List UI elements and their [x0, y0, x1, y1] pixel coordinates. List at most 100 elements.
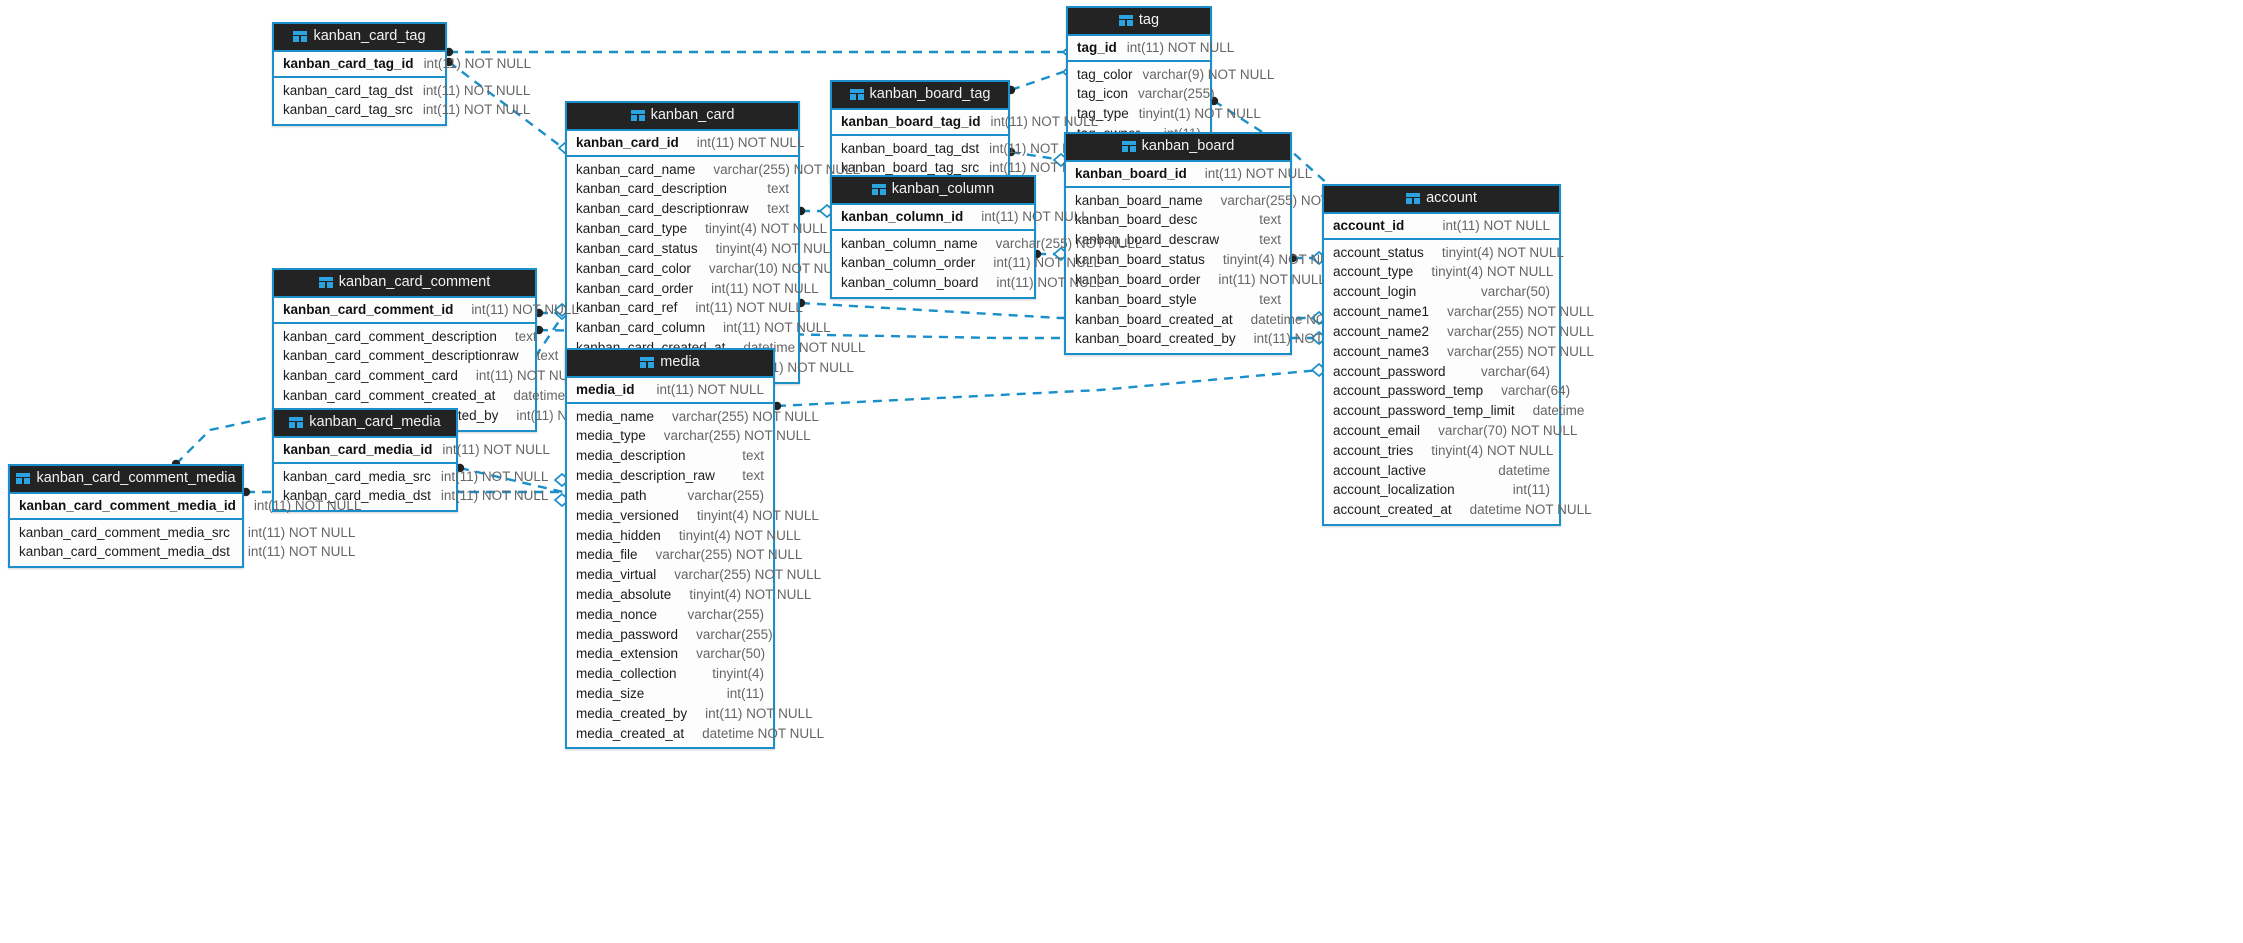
column-name: media_id	[576, 381, 635, 397]
column-type: int(11) NOT NULL	[422, 102, 531, 118]
table-header-kanban_card_tag[interactable]: kanban_card_tag	[274, 24, 445, 52]
table-header-media[interactable]: media	[567, 350, 773, 378]
column-type: int(11)	[1512, 482, 1550, 498]
table-header-kanban_card_comment_media[interactable]: kanban_card_comment_media	[10, 466, 242, 494]
table-header-account[interactable]: account	[1324, 186, 1559, 214]
table-header-tag[interactable]: tag	[1068, 8, 1210, 36]
column-name: media_type	[576, 428, 646, 444]
table-header-kanban_card[interactable]: kanban_card	[567, 103, 798, 131]
table-header-kanban_board_tag[interactable]: kanban_board_tag	[832, 82, 1008, 110]
table-header-kanban_column[interactable]: kanban_column	[832, 177, 1034, 205]
column-name: account_login	[1333, 284, 1417, 300]
column-name: account_tries	[1333, 442, 1414, 458]
table-header-kanban_card_media[interactable]: kanban_card_media	[274, 410, 456, 438]
table-header-kanban_card_comment[interactable]: kanban_card_comment	[274, 270, 535, 298]
column-type: varchar(255) NOT NULL	[672, 408, 819, 424]
table-header-kanban_board[interactable]: kanban_board	[1066, 134, 1290, 162]
table-icon	[293, 30, 308, 42]
